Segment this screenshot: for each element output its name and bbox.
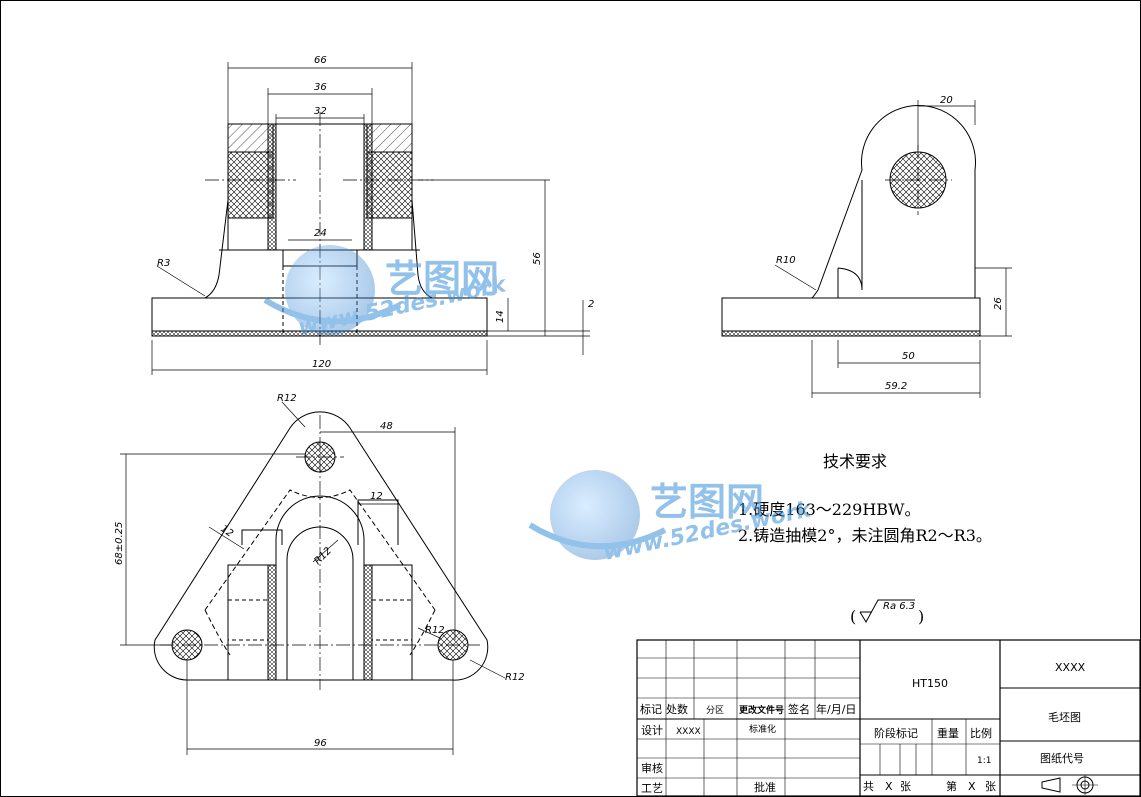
dim-14: 14	[495, 310, 506, 323]
tech-line-1: 1.硬度163～229HBW。	[738, 500, 921, 519]
tb-change-doc: 更改文件号	[739, 704, 784, 716]
side-view	[721, 105, 981, 337]
dim-96: 96	[314, 738, 327, 749]
title-part-name: 毛坯图	[1048, 711, 1081, 724]
dim-r12-top: R12	[277, 393, 297, 404]
tb-sheet1: 张	[900, 780, 911, 793]
title-company: XXXX	[1055, 661, 1086, 674]
tb-weight: 重量	[937, 726, 959, 740]
dim-50: 50	[902, 351, 915, 362]
dim-26: 26	[993, 297, 1004, 310]
dim-68: 68±0.25	[114, 522, 125, 565]
dim-r12-br: R12	[505, 672, 525, 683]
dim-59-2: 59.2	[885, 381, 907, 392]
dim-48: 48	[380, 421, 393, 432]
dim-56: 56	[532, 252, 543, 265]
top-view-dims	[120, 401, 506, 755]
tech-line-2: 2.铸造抽模2°，未注圆角R2～R3。	[738, 526, 992, 545]
tb-sheet2: 张	[985, 780, 996, 793]
svg-text:艺图网: 艺图网	[650, 480, 764, 524]
title-block	[636, 639, 1141, 797]
dim-r3: R3	[157, 258, 170, 269]
dim-2: 2	[588, 299, 594, 310]
tb-nth: 第	[946, 779, 957, 793]
tb-count: 处数	[666, 703, 688, 716]
tb-x1: X	[885, 780, 893, 793]
roughness-symbol: ( Ra 6.3 )	[850, 599, 924, 626]
tb-designer: XXXX	[676, 727, 701, 737]
watermark-1: 艺图网 www.52des.work	[263, 245, 510, 341]
dim-24: 24	[314, 228, 327, 239]
title-material: HT150	[912, 677, 948, 690]
svg-text:(: (	[850, 607, 856, 626]
tb-review: 审核	[641, 761, 663, 775]
projection-symbol-icon	[1041, 775, 1098, 795]
side-view-dims	[774, 100, 1012, 398]
dim-12a: 12	[370, 491, 383, 502]
tb-process: 工艺	[641, 782, 663, 795]
dim-r10: R10	[776, 255, 796, 266]
tb-total: 共	[863, 780, 874, 793]
dim-20: 20	[940, 95, 953, 106]
svg-text:Ra 6.3: Ra 6.3	[883, 601, 915, 612]
svg-text:): )	[918, 607, 924, 626]
tb-x2: X	[968, 780, 976, 793]
front-view-dims	[151, 62, 590, 375]
tb-stage-mark: 阶段标记	[874, 726, 918, 740]
title-drawing-no: 图纸代号	[1040, 752, 1084, 765]
tb-standardize: 标准化	[749, 723, 776, 735]
dim-32: 32	[314, 106, 327, 117]
dim-120: 120	[312, 359, 331, 370]
dim-r12-mid: R12	[312, 545, 334, 567]
tb-approve: 批准	[754, 780, 776, 794]
tb-zone: 分区	[706, 705, 724, 716]
svg-text:艺图网: 艺图网	[385, 257, 499, 301]
watermark-2: 艺图网 www.52des.work	[528, 470, 815, 566]
tb-signature: 签名	[788, 702, 810, 716]
dim-66: 66	[314, 55, 327, 66]
dim-36: 36	[314, 82, 327, 93]
tb-design: 设计	[641, 724, 663, 737]
dim-r12-right: R12	[425, 625, 445, 636]
tech-title: 技术要求	[823, 452, 887, 471]
tb-scale-label: 比例	[970, 726, 992, 740]
top-view	[153, 411, 489, 690]
tb-mark: 标记	[640, 702, 662, 716]
tb-scale: 1:1	[977, 756, 991, 766]
tb-date: 年/月/日	[816, 702, 856, 716]
